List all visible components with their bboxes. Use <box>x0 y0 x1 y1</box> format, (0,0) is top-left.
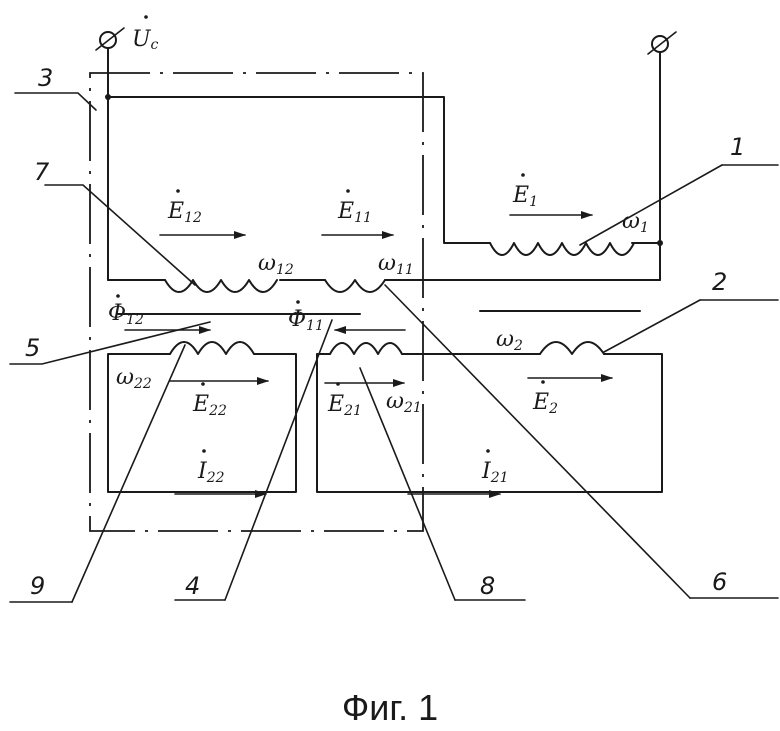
label-w11-sub: 11 <box>396 262 414 278</box>
label-w1-base: ω <box>622 209 640 234</box>
svg-text:E11: E11 <box>337 199 372 226</box>
svg-text:Uc: Uc <box>132 27 159 53</box>
label-e12-base: E <box>167 199 184 224</box>
label-w12-sub: 12 <box>276 262 294 278</box>
label-w11-base: ω <box>378 251 396 276</box>
label-e1-sub: 1 <box>529 194 538 210</box>
label-e12-sub: 12 <box>184 210 202 226</box>
coil-w1 <box>490 243 634 255</box>
label-f12: Φ12 <box>108 294 144 328</box>
part-number-2: 2 <box>712 268 727 296</box>
coil-w12 <box>165 280 277 292</box>
label-f12-sub: 12 <box>126 312 144 328</box>
label-w1-sub: 1 <box>640 220 649 236</box>
label-w21-base: ω <box>386 389 404 414</box>
part-number-4: 4 <box>185 572 200 600</box>
label-f11-sub: 11 <box>306 318 324 334</box>
magnetic-shunts <box>118 311 640 314</box>
label-uc-base: U <box>132 27 152 52</box>
label-w11: ω11 <box>378 251 414 278</box>
label-i22-sub: 22 <box>206 470 225 486</box>
coil-w21 <box>330 343 402 354</box>
label-w2-sub: 2 <box>513 338 523 354</box>
label-w22-sub: 22 <box>133 376 152 392</box>
label-i22: I22 <box>197 449 225 486</box>
svg-text:I22: I22 <box>197 459 225 486</box>
svg-text:E1: E1 <box>512 183 538 210</box>
label-e2: E2 <box>532 380 558 417</box>
label-f11: Φ11 <box>288 300 324 334</box>
label-i21: I21 <box>481 449 509 486</box>
label-e11-base: E <box>337 199 354 224</box>
label-e22-base: E <box>192 392 209 417</box>
svg-text:E21: E21 <box>327 392 362 419</box>
part-number-1: 1 <box>730 133 745 161</box>
part-number-6: 6 <box>712 568 727 596</box>
label-w1: ω1 <box>622 209 649 236</box>
label-f12-base: Φ <box>108 301 126 326</box>
label-e22: E22 <box>192 382 227 419</box>
svg-text:I21: I21 <box>481 459 509 486</box>
label-w2: ω2 <box>496 327 523 354</box>
label-e12: E12 <box>167 189 202 226</box>
label-uc-sub: c <box>151 37 159 53</box>
label-e2-sub: 2 <box>548 401 558 417</box>
svg-text:Φ11: Φ11 <box>288 307 324 334</box>
part-number-8: 8 <box>480 572 495 600</box>
label-e11-sub: 11 <box>354 210 372 226</box>
label-e22-sub: 22 <box>208 403 227 419</box>
label-uc: Uc <box>132 15 159 53</box>
figure-caption: Фиг. 1 <box>342 687 438 728</box>
label-w12: ω12 <box>258 251 294 278</box>
coil-w11 <box>325 280 385 292</box>
label-w12-base: ω <box>258 251 276 276</box>
label-w22: ω22 <box>116 365 152 392</box>
svg-text:E12: E12 <box>167 199 202 226</box>
label-w21: ω21 <box>386 389 422 416</box>
label-i21-sub: 21 <box>490 470 509 486</box>
label-f11-base: Φ <box>288 307 306 332</box>
svg-text:Φ12: Φ12 <box>108 301 144 328</box>
svg-text:E22: E22 <box>192 392 227 419</box>
label-e11: E11 <box>337 189 372 226</box>
label-w22-base: ω <box>116 365 134 390</box>
part-number-3: 3 <box>38 64 53 92</box>
label-e1: E1 <box>512 173 538 210</box>
label-e21-sub: 21 <box>343 403 362 419</box>
label-e21-base: E <box>327 392 344 417</box>
input-terminal-left <box>96 28 124 280</box>
magnetic-core <box>90 73 423 531</box>
label-e21: E21 <box>327 382 362 419</box>
coil-w2 <box>540 342 604 354</box>
part-number-7: 7 <box>34 158 50 186</box>
leader-lines <box>10 93 778 602</box>
label-w21-sub: 21 <box>403 400 422 416</box>
part-number-9: 9 <box>30 572 45 600</box>
part-number-5: 5 <box>25 334 40 362</box>
label-e1-base: E <box>512 183 529 208</box>
svg-text:E2: E2 <box>532 390 558 417</box>
label-w2-base: ω <box>496 327 514 352</box>
label-e2-base: E <box>532 390 549 415</box>
